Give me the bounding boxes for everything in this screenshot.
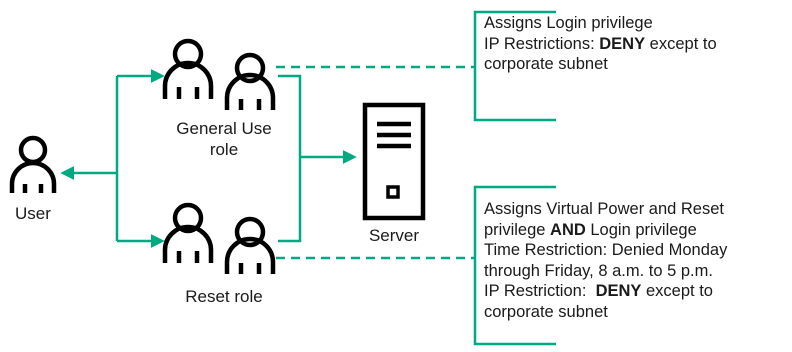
- group-icon: [162, 38, 276, 110]
- server-icon: [362, 102, 426, 221]
- reset-note-line3: Time Restriction: Denied Monday: [484, 241, 728, 259]
- general-role-label-line2: role: [209, 140, 239, 159]
- general-note-bracket: [473, 10, 556, 122]
- group-icon: [162, 202, 276, 274]
- connectors: [60, 10, 556, 346]
- reset-note-line6: corporate subnet: [484, 302, 608, 321]
- general-note-line2: IP Restrictions: DENY except to: [484, 34, 717, 53]
- general-role-label-line1: General Use: [176, 119, 272, 138]
- general-role-label: General Use role: [164, 118, 284, 160]
- general-note: Assigns Login privilege IP Restrictions:…: [484, 13, 717, 75]
- reset-note: Assigns Virtual Power and Reset privileg…: [484, 199, 727, 322]
- person-icon: [9, 135, 57, 193]
- server-label: Server: [368, 226, 420, 245]
- general-role-to-server: [278, 74, 302, 243]
- reset-note-line4: through Friday, 8 a.m. to 5 p.m.: [484, 261, 713, 280]
- reset-note-line5: IP Restriction: DENY except to: [484, 282, 713, 300]
- reset-role-label: Reset role: [185, 287, 263, 306]
- reset-note-line1: Assigns Virtual Power and Reset: [484, 200, 724, 218]
- user-label: User: [15, 204, 51, 223]
- general-note-line1: Assigns Login privilege: [484, 14, 653, 32]
- general-note-line3: corporate subnet: [484, 55, 608, 73]
- reset-note-bracket: [473, 185, 556, 346]
- reset-note-line2: privilege AND Login privilege: [484, 220, 697, 239]
